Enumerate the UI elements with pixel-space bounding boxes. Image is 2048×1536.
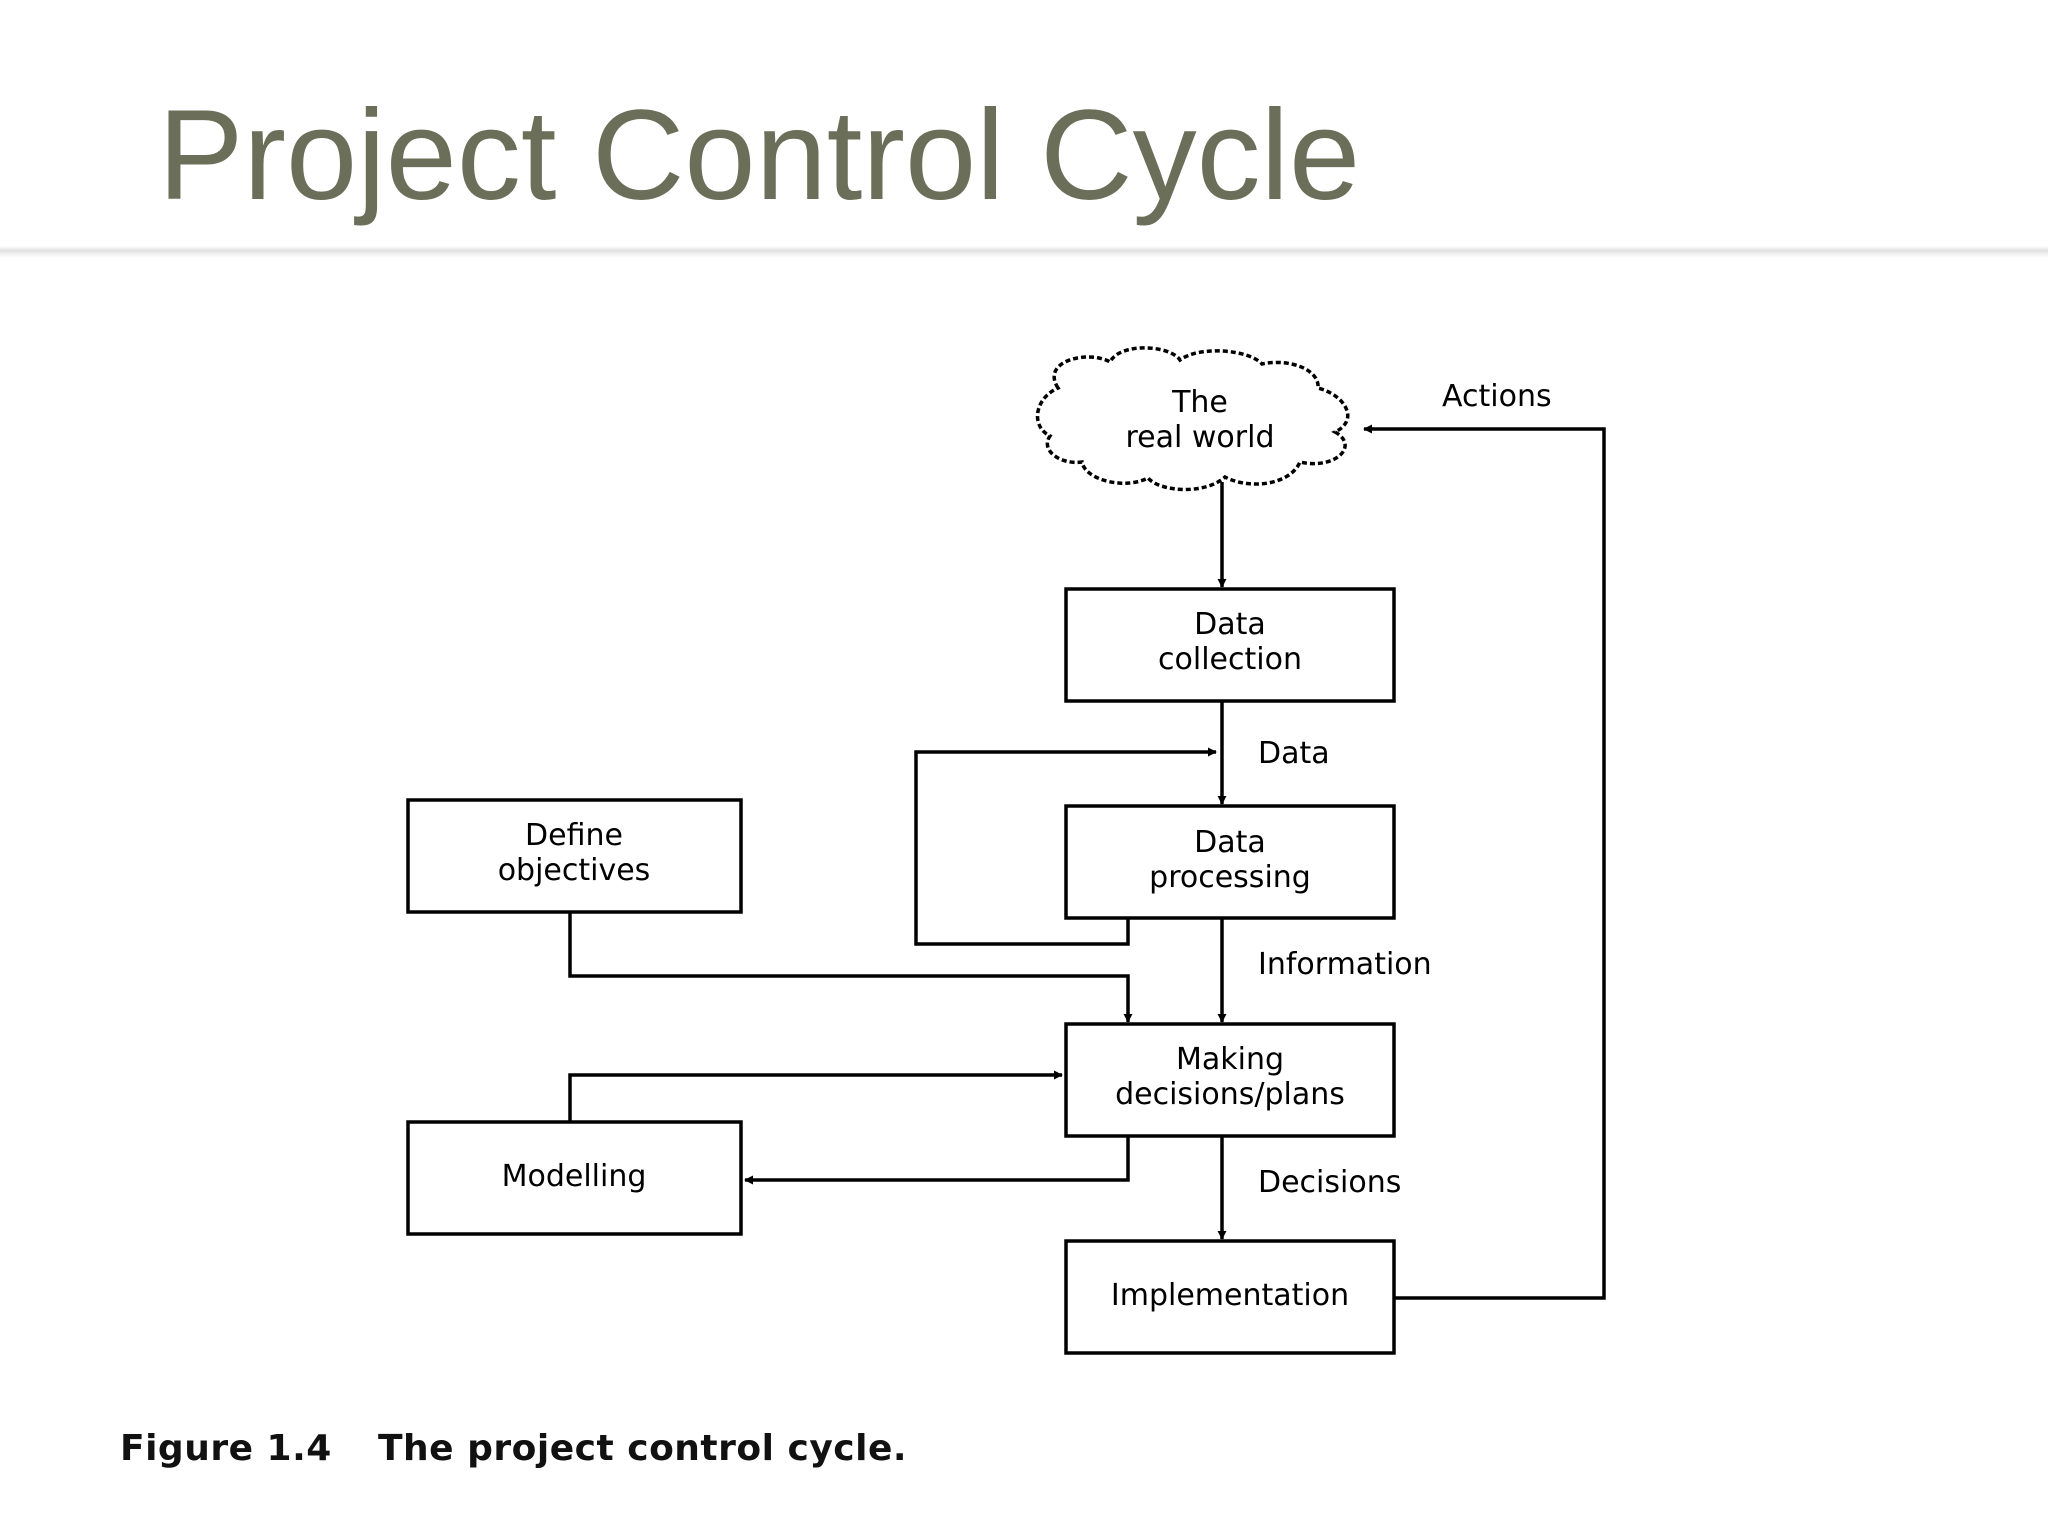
- figure-number: Figure 1.4: [120, 1428, 332, 1469]
- decisions-edge-label: Decisions: [1258, 1165, 1401, 1200]
- real-world-label-line2: real world: [1126, 420, 1275, 455]
- real-world-label-line1: The: [1171, 385, 1228, 420]
- slide-title: Project Control Cycle: [158, 84, 1361, 227]
- data-processing-label-line1: Data: [1194, 825, 1266, 860]
- real-world-cloud: [1035, 346, 1350, 492]
- arrow-objectives-to-decisions: [568, 913, 1133, 1023]
- making-decisions-label-line2: decisions/plans: [1115, 1077, 1345, 1112]
- data-collection-label-line1: Data: [1194, 607, 1266, 642]
- actions-edge-label: Actions: [1442, 379, 1552, 414]
- arrow-modelling-to-decisions: [568, 1070, 1063, 1121]
- implementation-box: [1064, 1239, 1396, 1355]
- title-divider: [0, 246, 2048, 258]
- arrow-implementation-to-realworld: [1363, 424, 1606, 1300]
- making-decisions-box: [1064, 1022, 1396, 1138]
- implementation-label: Implementation: [1111, 1278, 1349, 1313]
- data-edge-label: Data: [1258, 736, 1330, 771]
- define-objectives-label-line2: objectives: [498, 853, 651, 888]
- information-edge-label: Information: [1258, 947, 1432, 982]
- modelling-box: [406, 1120, 743, 1236]
- data-collection-label-line2: collection: [1158, 642, 1302, 677]
- making-decisions-label-line1: Making: [1176, 1042, 1284, 1077]
- data-collection-box: [1064, 587, 1396, 703]
- data-processing-label-line2: processing: [1149, 860, 1311, 895]
- modelling-label: Modelling: [502, 1159, 647, 1194]
- arrow-processing-feedback-loop: [914, 747, 1217, 946]
- figure-caption: Figure 1.4 The project control cycle.: [120, 1428, 907, 1469]
- data-processing-box: [1064, 804, 1396, 920]
- arrow-decisions-to-modelling: [744, 1137, 1130, 1185]
- figure-caption-text: The project control cycle.: [378, 1428, 908, 1469]
- define-objectives-label-line1: Define: [525, 818, 623, 853]
- define-objectives-box: [406, 798, 743, 914]
